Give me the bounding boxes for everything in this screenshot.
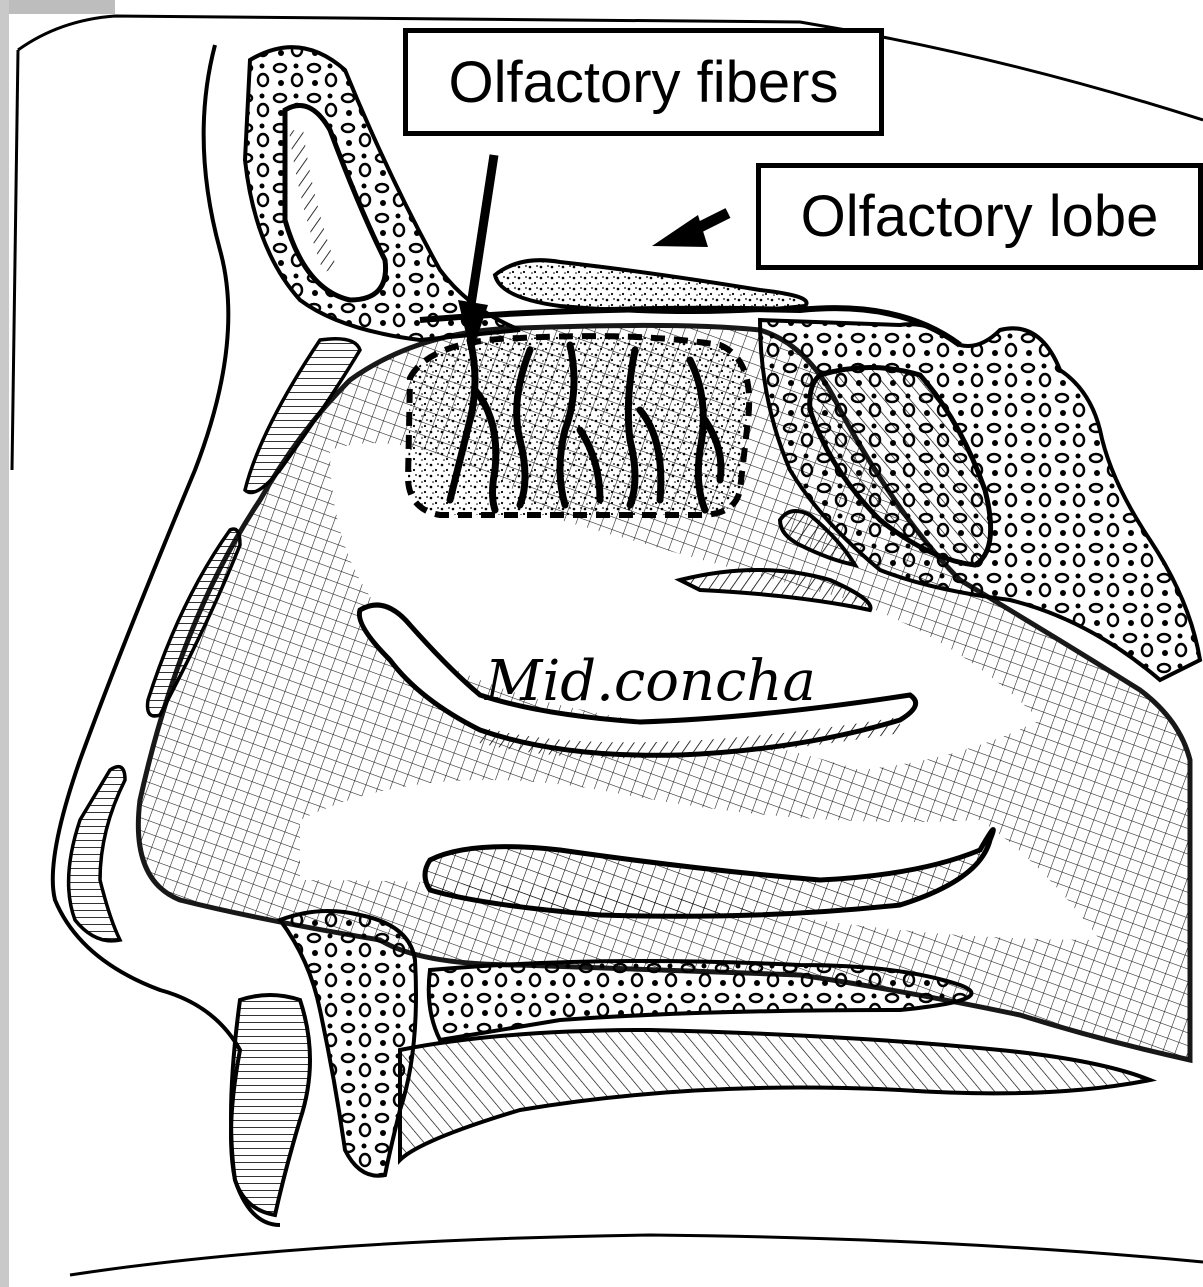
anterior-maxilla [231,911,416,1215]
olfactory-fibers-label: Olfactory fibers [403,28,884,136]
olfactory-region [408,336,749,515]
mid-concha-label: Mid.concha [484,649,816,714]
scan-edge-left [0,0,9,1287]
scan-edge-top [0,0,115,14]
olfactory-lobe-label: Olfactory lobe [756,163,1203,270]
olfactory-lobe-pointer [652,213,728,247]
